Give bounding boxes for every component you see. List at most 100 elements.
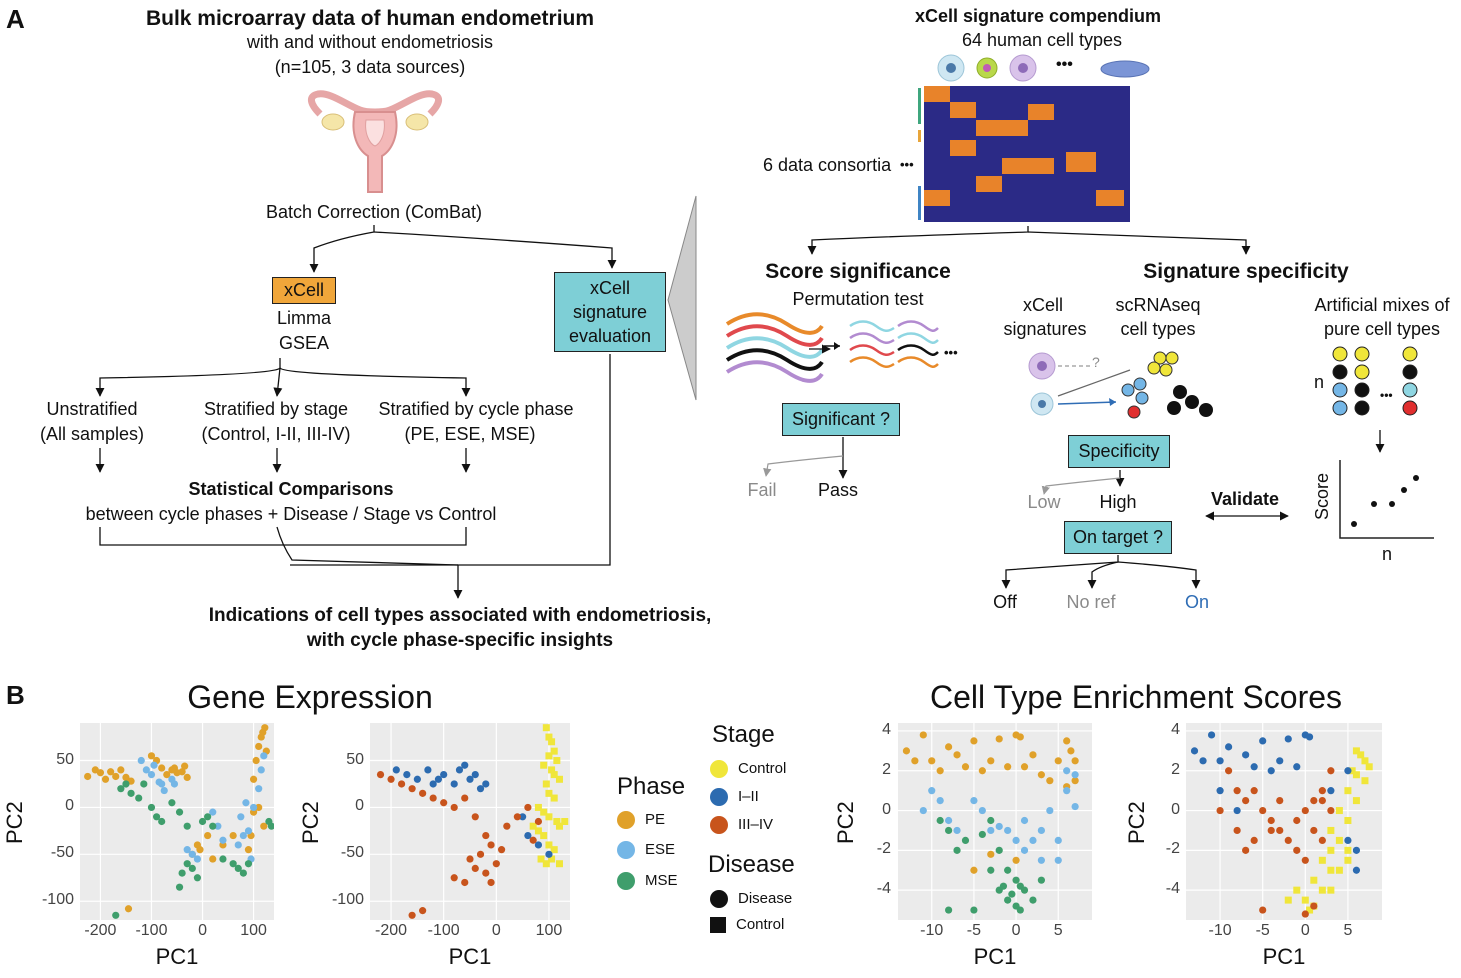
- pass-label: Pass: [817, 480, 859, 500]
- heatmap-cell: [976, 176, 1002, 192]
- legend-swatch: [617, 841, 635, 860]
- heatmap-consortium-bar: [918, 88, 921, 124]
- data-point: [1276, 826, 1284, 835]
- data-point: [140, 780, 148, 788]
- data-point: [1037, 771, 1045, 779]
- off-label: Off: [993, 592, 1017, 612]
- data-point: [193, 874, 202, 882]
- legend-disease-control-label: Control: [736, 916, 785, 933]
- data-point: [1046, 777, 1054, 785]
- data-point: [534, 827, 542, 835]
- branch-stage: Stratified by stage: [203, 399, 349, 419]
- data-point: [96, 769, 105, 777]
- eval-line-1: xCell: [589, 277, 630, 298]
- heatmap-consortium-bar: [918, 130, 921, 142]
- signature-heatmap: [918, 86, 1130, 222]
- x-tick-label: 0: [1300, 922, 1310, 939]
- scrnaseq-1: scRNAseq: [1115, 295, 1201, 315]
- data-point: [1008, 890, 1016, 898]
- data-point: [181, 762, 189, 770]
- data-point: [555, 775, 563, 783]
- n-axis-label: n: [1382, 544, 1393, 564]
- question-mark: ?: [1092, 354, 1100, 370]
- y-tick-label: 0: [1171, 800, 1180, 818]
- data-point: [492, 860, 500, 868]
- data-point: [178, 869, 186, 877]
- data-point: [209, 808, 217, 816]
- data-point: [1305, 733, 1314, 741]
- on-target-box: On target ?: [1064, 521, 1172, 554]
- data-point: [1327, 866, 1335, 874]
- validation-mini-plot: [1339, 460, 1434, 539]
- scatter-panel: [80, 723, 274, 920]
- data-point: [970, 797, 978, 805]
- data-point: [936, 816, 944, 825]
- mix-ellipsis: •••: [1380, 388, 1393, 402]
- heatmap-cell: [950, 140, 976, 156]
- data-point: [1301, 856, 1309, 864]
- left-title: Bulk microarray data of human endometriu…: [145, 7, 595, 30]
- y-tick-label: 4: [882, 720, 891, 738]
- data-point: [482, 831, 490, 840]
- data-point: [1190, 747, 1199, 755]
- statistical-comparisons-title: Statistical Comparisons: [188, 479, 394, 499]
- data-point: [1037, 856, 1045, 864]
- data-point: [1365, 763, 1373, 771]
- data-point: [219, 836, 227, 844]
- data-point: [970, 866, 978, 874]
- data-point: [1293, 886, 1301, 894]
- data-point: [1276, 797, 1284, 805]
- y-tick-label: 4: [1171, 720, 1180, 738]
- data-point: [255, 742, 263, 751]
- data-point: [1029, 896, 1037, 904]
- data-point: [1250, 836, 1258, 845]
- data-point: [1012, 856, 1020, 864]
- x-axis-title: PC1: [448, 944, 492, 969]
- x-tick-label: 0: [198, 922, 207, 939]
- data-point: [1352, 747, 1360, 755]
- heatmap-cell: [924, 190, 950, 206]
- on-target-label: On target ?: [1072, 527, 1164, 548]
- data-point: [419, 907, 427, 915]
- uterus-icon: [308, 90, 442, 193]
- data-point: [376, 770, 385, 779]
- xcell-signatures-2: signatures: [1003, 319, 1087, 339]
- y-tick-label: 0: [65, 797, 74, 815]
- data-point: [158, 817, 166, 826]
- heatmap-cell: [1002, 120, 1028, 136]
- legend-disease-control: Control: [710, 916, 785, 934]
- data-point: [175, 883, 184, 891]
- xcell-signatures-1: xCell: [1022, 295, 1064, 315]
- data-point: [1063, 787, 1071, 795]
- data-point: [244, 827, 253, 835]
- data-point: [466, 775, 474, 783]
- data-point: [540, 808, 548, 816]
- data-point: [987, 866, 995, 874]
- x-tick-label: 0: [491, 922, 501, 939]
- data-point: [1063, 767, 1071, 775]
- data-point: [1004, 866, 1012, 874]
- data-point: [1225, 767, 1233, 775]
- data-point: [209, 822, 217, 830]
- data-point: [239, 869, 247, 877]
- data-point: [1306, 906, 1314, 914]
- data-point: [529, 836, 537, 844]
- panel-a-label: A: [6, 4, 25, 34]
- data-point: [476, 785, 485, 793]
- legend-phase-ese: ESE: [617, 841, 675, 860]
- data-point: [1054, 836, 1062, 845]
- data-point: [548, 855, 556, 863]
- data-point: [1310, 876, 1318, 884]
- data-point: [482, 780, 490, 788]
- y-tick-label: 0: [355, 797, 364, 815]
- data-point: [1318, 787, 1326, 795]
- data-point: [945, 906, 953, 914]
- data-point: [550, 794, 558, 802]
- data-point: [936, 767, 944, 775]
- heatmap-cell: [924, 86, 950, 102]
- y-tick-label: 50: [346, 750, 364, 768]
- heatmap-cell: [950, 102, 976, 118]
- data-point: [978, 767, 986, 775]
- data-point: [1344, 836, 1352, 845]
